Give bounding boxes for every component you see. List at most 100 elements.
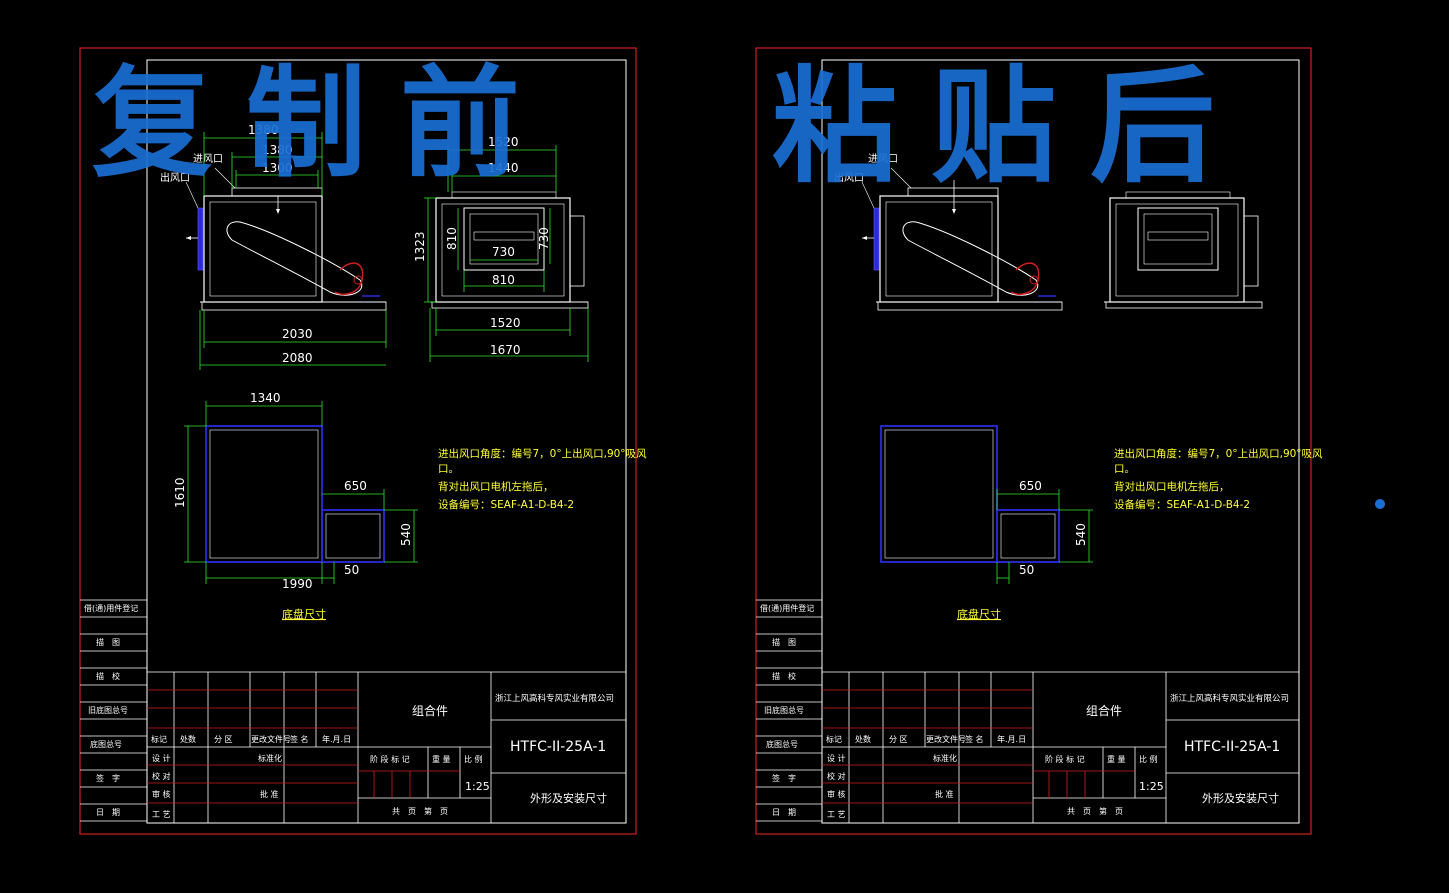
side-dimension-lines [424, 145, 589, 362]
svg-text:阶 段 标 记: 阶 段 标 记 [370, 754, 410, 764]
dim-side-opening-w: 730 [492, 245, 515, 259]
note-line-1: 进出风口角度：编号7，0°上出风口,90°吸风 [438, 447, 647, 460]
front-dimension-lines [199, 132, 387, 370]
dim-side-opening-h-right: 730 [537, 227, 551, 250]
svg-text:标准化: 标准化 [258, 753, 282, 763]
base-title: 底盘尺寸 [957, 607, 1001, 621]
svg-text:借(通)用件登记: 借(通)用件登记 [760, 603, 814, 613]
svg-text:设 计: 设 计 [152, 753, 171, 763]
dim-side-bottom-inner: 1520 [490, 316, 521, 330]
dim-base-top: 1340 [250, 391, 281, 405]
side-stamp-column [756, 599, 822, 822]
side-stamp-labels: 借(通)用件登记 描 图 描 校 旧底图总号 底图总号 签 字 日 期 [760, 603, 814, 817]
svg-text:重 量: 重 量 [432, 754, 451, 764]
svg-text:审 核: 审 核 [827, 789, 846, 799]
dim-side-top-outer: 1520 [488, 135, 519, 149]
svg-text:比 例: 比 例 [1139, 754, 1158, 764]
note-line-2: 口。 [438, 463, 459, 475]
front-view [185, 167, 387, 311]
scale-value: 1:25 [1139, 780, 1164, 793]
inner-frame [146, 59, 627, 824]
svg-text:进出风口角度：编号7，0°上出风口,90°吸风: 进出风口角度：编号7，0°上出风口,90°吸风 [1114, 447, 1323, 460]
drawing-title: 外形及安装尺寸 [1202, 791, 1279, 805]
inlet-label: 进风口 [868, 153, 898, 165]
svg-text:底图总号: 底图总号 [766, 739, 798, 749]
svg-text:工 艺: 工 艺 [827, 810, 846, 819]
dim-side-opening-w-bottom: 810 [492, 273, 515, 287]
notes-block: 进出风口角度：编号7，0°上出风口,90°吸风 口。 背对出风口电机左拖后， 设… [438, 447, 647, 511]
svg-text:日 期: 日 期 [772, 808, 796, 817]
svg-text:签 字: 签 字 [772, 773, 796, 783]
dim-front-top-inner: 1300 [262, 161, 293, 175]
stamp-base-no: 底图总号 [90, 739, 122, 749]
svg-text:审 核: 审 核 [152, 789, 171, 799]
dim-front-top-outer: 1380 [248, 123, 279, 137]
svg-text:设 计: 设 计 [827, 753, 846, 763]
base-dimension-values: 1340 1610 650 540 1990 50 [173, 391, 413, 591]
title-block [147, 671, 626, 823]
svg-text:口。: 口。 [1114, 463, 1135, 475]
svg-text:分 区: 分 区 [214, 735, 233, 744]
stamp-check: 描 校 [96, 671, 120, 681]
base-dimension-lines [996, 489, 1093, 584]
title-block [822, 671, 1299, 823]
svg-text:描 校: 描 校 [772, 671, 796, 681]
svg-text:设备编号：SEAF-A1-D-B4-2: 设备编号：SEAF-A1-D-B4-2 [1114, 498, 1250, 511]
svg-text:描 图: 描 图 [772, 637, 796, 647]
svg-text:批 准: 批 准 [260, 789, 279, 799]
drawing-title: 外形及安装尺寸 [530, 791, 607, 805]
outlet-flange [197, 207, 204, 271]
note-line-3: 背对出风口电机左拖后， [438, 480, 554, 493]
note-line-4: 设备编号：SEAF-A1-D-B4-2 [438, 498, 574, 511]
side-stamp-labels: 借(通)用件登记 描 图 描 校 旧底图总号 底图总号 签 字 日 期 [84, 603, 138, 817]
side-view [430, 191, 589, 309]
svg-text:年.月.日: 年.月.日 [322, 734, 351, 744]
dim-side-opening-h-left: 810 [445, 227, 459, 250]
side-dimension-values: 1520 1440 1323 810 730 730 810 1520 1670 [413, 135, 551, 357]
outer-frame [755, 47, 1312, 835]
base-title: 底盘尺寸 [282, 607, 326, 621]
svg-text:工 艺: 工 艺 [152, 810, 171, 819]
base-dimension-lines [184, 401, 418, 584]
drawing-sheet-right: 借(通)用件登记 描 图 描 校 旧底图总号 底图总号 签 字 日 期 [755, 47, 1323, 835]
base-dimension-values: 650 540 50 [1019, 479, 1088, 577]
svg-text:浙江上风高科专风实业有限公司: 浙江上风高科专风实业有限公司 [1170, 693, 1289, 704]
notes-block: 进出风口角度：编号7，0°上出风口,90°吸风 口。 背对出风口电机左拖后， 设… [1114, 447, 1323, 511]
side-view [1104, 191, 1263, 309]
part-name: 组合件 [1086, 703, 1122, 718]
drawing-number: HTFC-II-25A-1 [1184, 739, 1280, 755]
svg-text:旧底图总号: 旧底图总号 [764, 705, 804, 715]
svg-text:50: 50 [1019, 563, 1034, 577]
stamp-date: 日 期 [96, 808, 120, 817]
svg-text:共 页 第 页: 共 页 第 页 [392, 806, 448, 816]
svg-text:处数: 处数 [180, 734, 196, 744]
dim-base-ext-w: 650 [344, 479, 367, 493]
svg-text:重 量: 重 量 [1107, 754, 1126, 764]
drawing-number: HTFC-II-25A-1 [510, 739, 606, 755]
company-name: 浙江上风高科专风实业有限公司 [495, 693, 614, 704]
stamp-sign: 签 字 [96, 773, 120, 783]
dim-side-height: 1323 [413, 231, 427, 262]
svg-text:批 准: 批 准 [935, 789, 954, 799]
outlet-label: 出风口 [160, 171, 190, 184]
drawing-sheet-left: 借(通)用件登记 描 图 描 校 旧底图总号 底图总号 签 字 日 期 [79, 47, 647, 835]
outlet-label: 出风口 [834, 171, 864, 184]
pointer-dot [1375, 499, 1385, 509]
svg-text:校 对: 校 对 [152, 771, 171, 781]
svg-text:签 名: 签 名 [965, 734, 984, 744]
dim-side-top-inner: 1440 [488, 161, 519, 175]
part-name: 组合件 [412, 703, 448, 718]
svg-text:签 名: 签 名 [290, 734, 309, 744]
title-block-text: 标记 处数 分 区 更改文件号 签 名 年.月.日 设 计 校 对 审 核 工 … [151, 693, 614, 819]
dim-base-gap: 50 [344, 563, 359, 577]
svg-text:处数: 处数 [855, 734, 871, 744]
svg-text:分 区: 分 区 [889, 735, 908, 744]
svg-text:年.月.日: 年.月.日 [997, 734, 1026, 744]
stamp-old-no: 旧底图总号 [88, 705, 128, 715]
dim-front-top-mid: 1380 [262, 143, 293, 157]
scale-value: 1:25 [465, 780, 490, 793]
svg-text:标记: 标记 [826, 734, 842, 744]
svg-text:更改文件号: 更改文件号 [251, 734, 291, 744]
stamp-trace: 描 图 [96, 637, 120, 647]
